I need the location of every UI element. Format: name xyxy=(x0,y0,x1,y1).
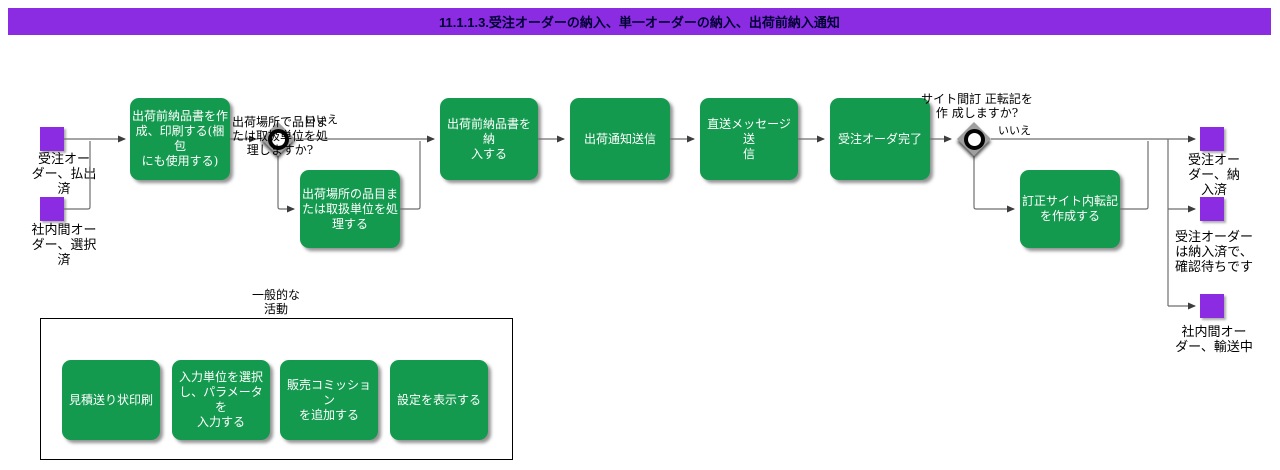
gateway2-no-label: いいえ xyxy=(998,124,1031,137)
page-title: 11.1.1.3.受注オーダーの納入、単一オーダーの納入、出荷前納入通知 xyxy=(439,15,840,30)
edge-g1-yes-down xyxy=(277,156,295,213)
activity-send-shipping-notice[interactable]: 出荷通知送信 xyxy=(570,98,670,180)
activity-complete-sales-order[interactable]: 受注オーダ完了 xyxy=(830,98,930,180)
edge-processloc-merge xyxy=(400,141,421,210)
edge-correction-merge xyxy=(1120,141,1149,210)
inclusive-gateway-icon xyxy=(267,128,289,150)
gateway1-question: 出荷場所で品目ま たは取扱単位を処 理しますか? xyxy=(231,115,328,158)
activity-show-settings[interactable]: 設定を表示する xyxy=(390,360,488,440)
group-general-activities-label: 一般的な 活動 xyxy=(251,288,300,316)
event-sales-order-awaiting-confirmation-label: 受注オーダー は納入済で、 確認待ちです xyxy=(1174,230,1253,275)
activity-enter-pre-delivery-note[interactable]: 出荷前納品書を納 入する xyxy=(440,98,538,180)
activity-create-print-pre-delivery-note[interactable]: 出荷前納品書を作 成、印刷する(梱包 にも使用する) xyxy=(130,98,230,180)
activity-print-quote-slip[interactable]: 見積送り状印刷 xyxy=(62,360,160,440)
event-sales-order-delivered-label: 受注オー ダー、納 入済 xyxy=(1187,153,1240,198)
event-sales-order-issued[interactable] xyxy=(40,127,64,151)
title-bar: 11.1.1.3.受注オーダーの納入、単一オーダーの納入、出荷前納入通知 xyxy=(8,8,1271,35)
inclusive-gateway-icon xyxy=(963,128,985,150)
edge-g2-yes-down xyxy=(973,156,1015,213)
event-sales-order-delivered[interactable] xyxy=(1200,127,1224,151)
gateway1-no-label: いいえ xyxy=(305,113,338,126)
activity-send-direct-message[interactable]: 直送メッセージ送 信 xyxy=(700,98,798,180)
gateway-create-correction[interactable] xyxy=(957,122,991,156)
event-intercompany-order-in-transit-label: 社内間オー ダー、輸送中 xyxy=(1175,325,1253,355)
activity-process-location-items[interactable]: 出荷場所の品目ま たは取扱単位を処 理する xyxy=(300,170,400,248)
gateway2-question: サイト間訂 正転記を 作 成しますか? xyxy=(921,92,1033,121)
event-sales-order-issued-label: 受注オー ダー、払出 済 xyxy=(31,152,97,197)
event-intercompany-order-in-transit[interactable] xyxy=(1200,294,1224,318)
activity-add-sales-commission[interactable]: 販売コミッション を追加する xyxy=(280,360,378,440)
activity-create-site-correction-posting[interactable]: 訂正サイト内転記 を作成する xyxy=(1020,170,1120,248)
event-intercompany-order-selected-label: 社内間オー ダー、選択 済 xyxy=(31,223,97,268)
activity-select-input-unit-enter-parameters[interactable]: 入力単位を選択 し、パラメータを 入力する xyxy=(172,360,270,440)
gateway-process-location-items[interactable] xyxy=(261,122,295,156)
event-intercompany-order-selected[interactable] xyxy=(40,197,64,221)
event-sales-order-awaiting-confirmation[interactable] xyxy=(1200,197,1224,221)
